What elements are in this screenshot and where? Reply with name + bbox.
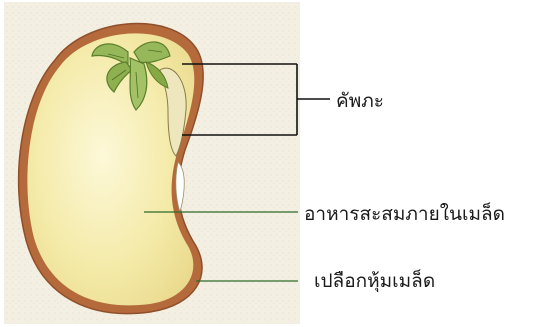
seed-coat-label: เปลือกหุ้มเมล็ด [314, 266, 435, 296]
embryo-label: คัพภะ [336, 86, 384, 116]
food-storage-label: อาหารสะสมภายในเมล็ด [304, 199, 505, 229]
